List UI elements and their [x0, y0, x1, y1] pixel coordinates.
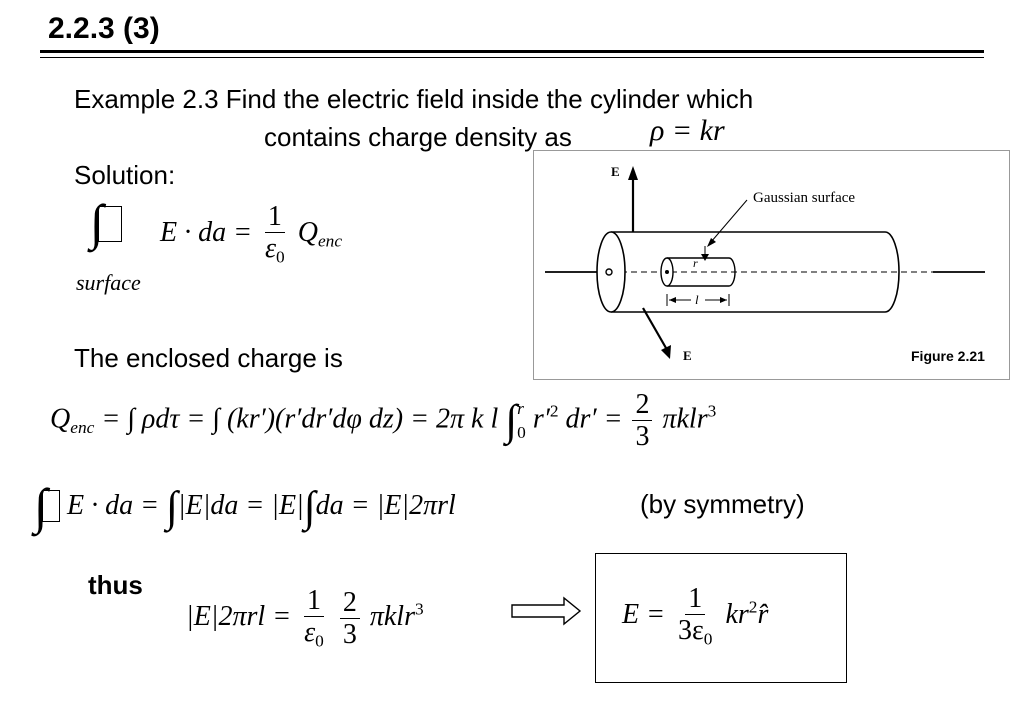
eq-part-4-sup: 2	[549, 401, 559, 421]
flux-part-3: da = |E|2πrl	[315, 490, 456, 522]
final-denominator-sub: 0	[703, 629, 713, 649]
final-fraction: 1 3ε0	[675, 584, 715, 649]
two-thirds-denominator: 3	[635, 421, 650, 453]
integral-icon: ∫	[303, 483, 316, 531]
q-subscript: enc	[70, 417, 95, 437]
final-answer-equation: E = 1 3ε0 kr2r̂	[622, 584, 768, 649]
one-over-epsilon-denominator: ε0	[301, 617, 327, 651]
integral-lower: 0	[517, 422, 526, 442]
result-rhs-sup: 3	[414, 599, 424, 619]
final-answer-box	[595, 553, 847, 683]
gaussian-surface-label: Gaussian surface	[753, 190, 856, 206]
two-thirds-fraction: 2 3	[632, 390, 653, 453]
one-over-epsilon-numerator: 1	[303, 586, 324, 618]
two-thirds-denominator: 3	[342, 619, 357, 651]
integral-icon: ∫	[166, 483, 178, 531]
result-lhs: |E|2πrl =	[186, 601, 292, 632]
eq-part-4: r′	[532, 403, 550, 435]
epsilon-symbol: ε	[304, 617, 316, 649]
enclosed-charge-equation: Qenc = ∫ ρdτ = ∫ (kr′)(r′dr′dφ dz) = 2π …	[50, 390, 716, 452]
thus-label: thus	[88, 570, 143, 600]
closed-integral-icon	[34, 477, 60, 535]
surface-label: surface	[76, 270, 141, 295]
gauss-numerator: 1	[264, 202, 285, 234]
final-lhs: E =	[622, 599, 665, 630]
title-rule-thin	[40, 57, 984, 58]
gauss-q: Q	[297, 217, 318, 248]
flux-equation: E · da = ∫|E|da = |E|∫da = |E|2πrl	[34, 477, 456, 535]
unit-vector-r: r̂	[757, 599, 769, 630]
solution-label: Solution:	[74, 160, 176, 190]
final-rhs-sup: 2	[748, 597, 758, 617]
two-thirds-numerator: 2	[632, 390, 653, 422]
title-rule	[40, 50, 984, 53]
enclosed-charge-label: The enclosed charge is	[74, 343, 343, 373]
rho-value: = kr	[671, 114, 725, 147]
closed-integral-icon	[90, 193, 122, 251]
charge-density-formula: ρ = kr	[650, 114, 725, 148]
eq-part-3: (kr′)(r′dr′dφ dz) = 2π k l	[226, 403, 499, 435]
two-thirds-numerator: 2	[339, 587, 360, 620]
gauss-fraction: 1 ε0	[262, 202, 288, 267]
flux-part-2: |E|da = |E|	[177, 490, 304, 522]
example-line-2: contains charge density as	[264, 122, 572, 152]
surface-integral-symbol	[90, 193, 122, 251]
flux-part-1: E · da =	[67, 490, 166, 522]
radius-label: r	[693, 256, 698, 270]
eq-part-6: πklr	[662, 403, 708, 435]
figure-caption: Figure 2.21	[911, 348, 985, 364]
implies-arrow-icon	[510, 596, 582, 631]
epsilon-subscript: 0	[276, 247, 285, 267]
epsilon-subscript: 0	[315, 631, 324, 651]
one-over-epsilon-fraction: 1 ε0	[301, 586, 327, 651]
eq-part-1: = ∫	[101, 403, 135, 435]
eq-part-2: ρdτ = ∫	[141, 403, 220, 435]
final-numerator: 1	[685, 584, 706, 616]
final-denominator-text: 3ε	[678, 615, 704, 647]
example-line-1: Example 2.3 Find the electric field insi…	[74, 84, 754, 114]
implies-arrow-svg	[511, 596, 582, 626]
result-rhs: πklr	[369, 601, 415, 632]
two-thirds-fraction: 2 3	[339, 587, 360, 651]
definite-integral-icon: ∫	[505, 396, 518, 445]
q-symbol: Q	[50, 403, 71, 435]
cylinder-diagram	[533, 150, 1010, 380]
integral-upper: r	[517, 398, 524, 418]
e-field-top-label: E	[611, 164, 620, 179]
rho-symbol: ρ	[650, 114, 665, 147]
final-denominator: 3ε0	[675, 615, 715, 649]
eq-part-5: dr′ =	[565, 403, 623, 435]
slide-title: 2.2.3 (3)	[48, 12, 160, 45]
symmetry-note: (by symmetry)	[640, 489, 805, 519]
eq-part-6-sup: 3	[707, 401, 717, 421]
cylinder-figure: E E Gaussian surface r l Figure 2.21	[533, 150, 1010, 380]
gauss-law-equation: E · da = 1 ε0 Qenc	[160, 202, 342, 267]
gauss-denominator: ε0	[262, 233, 288, 267]
e-field-bottom-label: E	[683, 348, 692, 363]
result-equation: |E|2πrl = 1 ε0 2 3 πklr3	[186, 586, 424, 651]
gauss-lhs: E · da =	[160, 217, 252, 248]
gauss-q-subscript: enc	[317, 231, 343, 251]
final-rhs: kr	[725, 599, 749, 630]
length-label: l	[695, 292, 699, 307]
epsilon-symbol: ε	[265, 233, 277, 265]
